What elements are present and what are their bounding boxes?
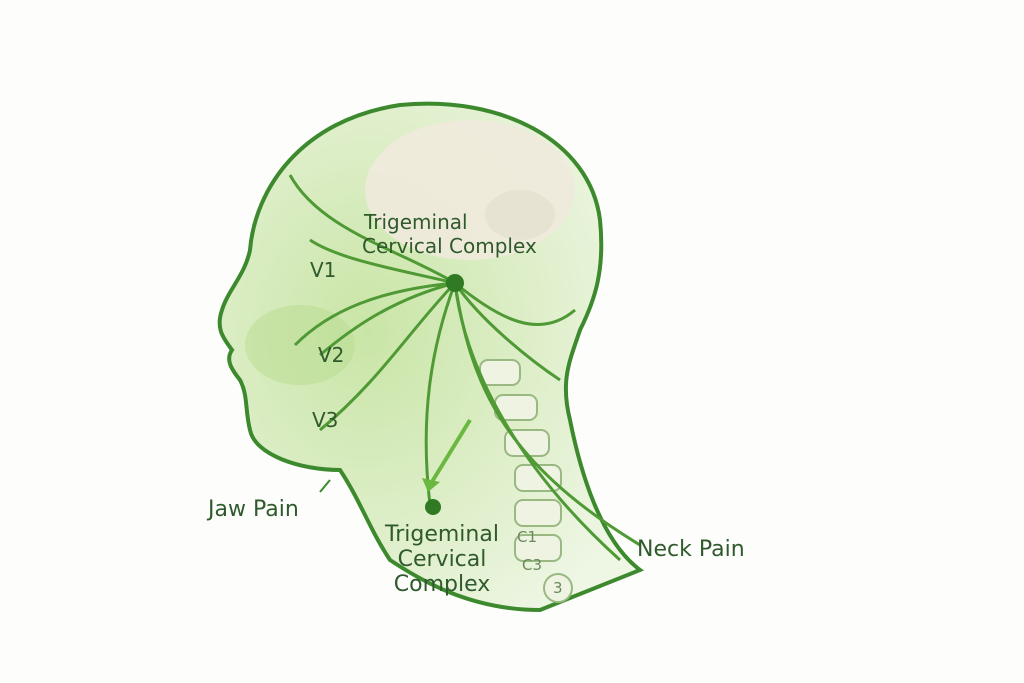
bottom-complex-line1: Trigeminal [385, 522, 499, 547]
spine [479, 359, 573, 603]
bottom-complex-label: Trigeminal Cervical Complex [372, 522, 512, 597]
neck-pain-label: Neck Pain [637, 537, 745, 562]
top-complex-label-line1: Trigeminal [364, 210, 468, 234]
nerve-branches [288, 174, 641, 562]
referral-arrow [428, 418, 472, 487]
v2-label: V2 [318, 343, 345, 367]
bottom-complex-line2: Cervical [397, 547, 487, 572]
jaw-pain-label: Jaw Pain [208, 497, 299, 522]
complex-node-bottom [425, 499, 441, 515]
bottom-complex-line3: Complex [393, 572, 491, 597]
cerebellum [485, 190, 555, 240]
vertebra-c3-label: C3 [522, 556, 543, 574]
v3-label: V3 [312, 408, 339, 432]
vertebra-3-label: 3 [553, 579, 563, 597]
arrow-head-icon [422, 478, 440, 492]
complex-node-top [446, 274, 464, 292]
top-complex-label-line2: Cervical Complex [362, 234, 537, 258]
v1-label: V1 [310, 258, 337, 282]
face-highlight [245, 305, 355, 385]
jaw-pointer [319, 479, 331, 493]
vertebra-c1-label: C1 [517, 528, 538, 546]
